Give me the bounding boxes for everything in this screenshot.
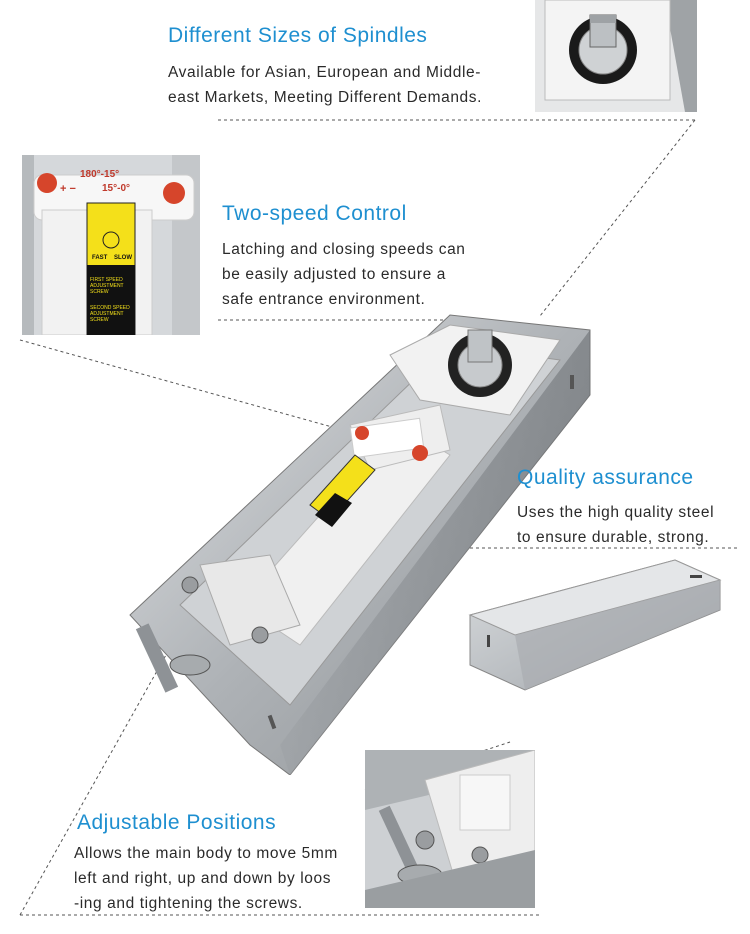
- label-sign: + −: [60, 183, 76, 195]
- feature-desc-line: be easily adjusted to ensure a: [222, 266, 446, 283]
- feature-desc-adjustable: Allows the main body to move 5mm left an…: [74, 841, 338, 916]
- feature-desc-line: east Markets, Meeting Different Demands.: [168, 89, 483, 106]
- feature-title-quality: Quality assurance: [517, 466, 694, 489]
- feature-desc-line: Available for Asian, European and Middle…: [168, 64, 481, 81]
- label-angle-open: 180°-15°: [80, 169, 120, 180]
- feature-desc-quality: Uses the high quality steel to ensure du…: [517, 500, 714, 550]
- feature-desc-line: -ing and tightening the screws.: [74, 895, 303, 912]
- feature-title-adjustable: Adjustable Positions: [77, 811, 277, 834]
- label-angle-close: 15°-0°: [102, 183, 131, 194]
- feature-desc-two-speed: Latching and closing speeds can be easil…: [222, 237, 466, 312]
- feature-desc-line: Allows the main body to move 5mm: [74, 845, 338, 862]
- label-step2: SECOND SPEED ADJUSTMENT SCREW: [90, 305, 130, 323]
- label-fast: FAST: [92, 255, 108, 261]
- label-closeup-photo: 180°-15° 15°-0° + − FAST SLOW FIRST SPEE…: [22, 155, 200, 335]
- steel-box-photo: [465, 555, 725, 705]
- floor-spring-photo: [120, 305, 600, 775]
- spindle-connector: [539, 119, 696, 317]
- feature-title-spindles: Different Sizes of Spindles: [168, 24, 428, 47]
- feature-desc-line: safe entrance environment.: [222, 291, 426, 308]
- label-slow: SLOW: [114, 255, 132, 261]
- feature-desc-line: Uses the high quality steel: [517, 504, 715, 521]
- adjustment-photo: [365, 750, 535, 908]
- feature-desc-line: to ensure durable, strong.: [517, 529, 710, 546]
- label-step1: FIRST SPEED ADJUSTMENT SCREW: [90, 277, 124, 295]
- feature-desc-line: left and right, up and down by loos: [74, 870, 332, 887]
- feature-desc-spindles: Available for Asian, European and Middle…: [168, 60, 482, 110]
- spindle-photo: [535, 0, 697, 112]
- feature-title-two-speed: Two-speed Control: [222, 202, 407, 225]
- feature-desc-line: Latching and closing speeds can: [222, 241, 466, 258]
